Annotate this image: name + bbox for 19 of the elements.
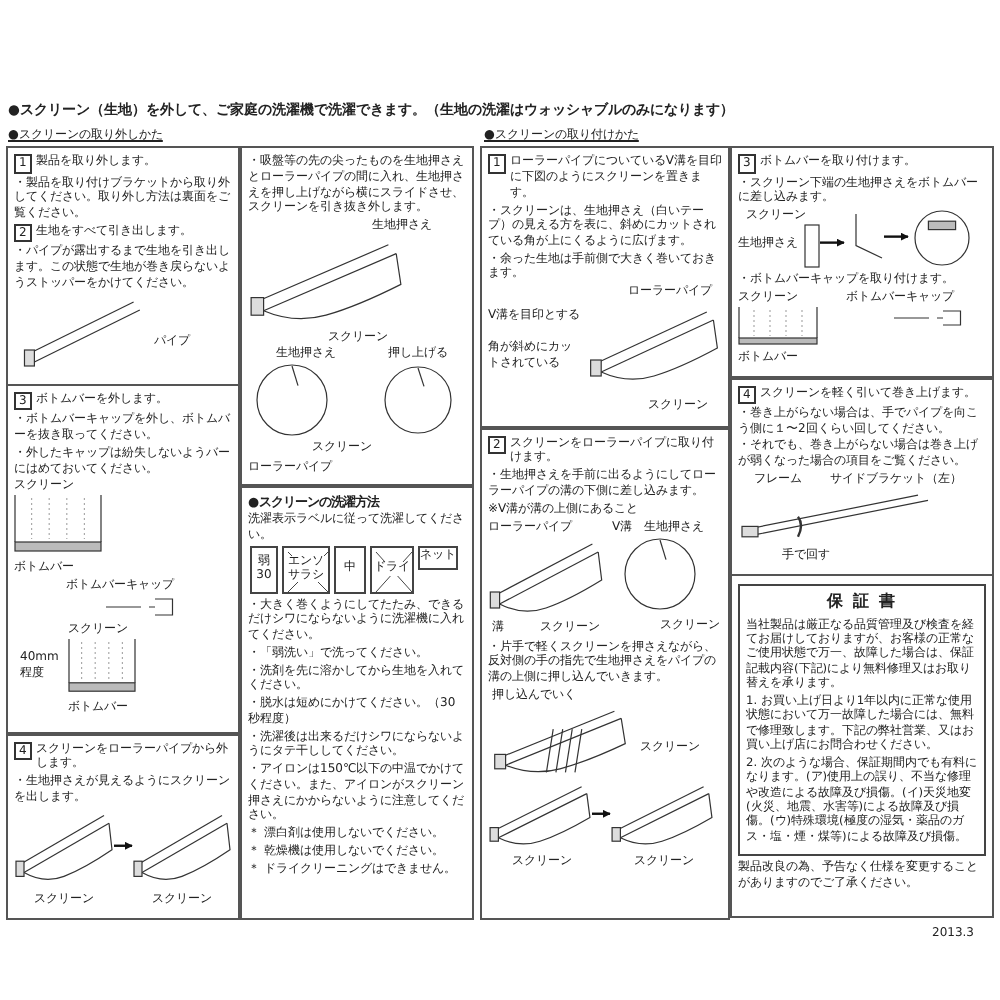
arrow xyxy=(884,232,909,241)
care-symbol xyxy=(250,545,278,594)
warranty-title: 保 証 書 xyxy=(824,592,899,614)
note-panel xyxy=(730,574,994,919)
instruction-panel xyxy=(730,377,994,577)
instruction-panel xyxy=(480,427,730,920)
instruction-panel xyxy=(480,146,730,429)
instruction-panel xyxy=(6,146,240,386)
instruction-panel xyxy=(6,383,240,735)
instruction-panel xyxy=(730,146,994,379)
arrow xyxy=(820,238,845,247)
instruction-panel xyxy=(6,733,240,920)
instruction-panel xyxy=(240,485,474,920)
instruction-panel xyxy=(240,146,474,487)
arrow xyxy=(592,809,611,818)
care-symbol xyxy=(418,545,458,570)
care-symbol xyxy=(334,545,366,594)
arrow xyxy=(114,841,133,850)
warranty-box xyxy=(738,584,986,857)
